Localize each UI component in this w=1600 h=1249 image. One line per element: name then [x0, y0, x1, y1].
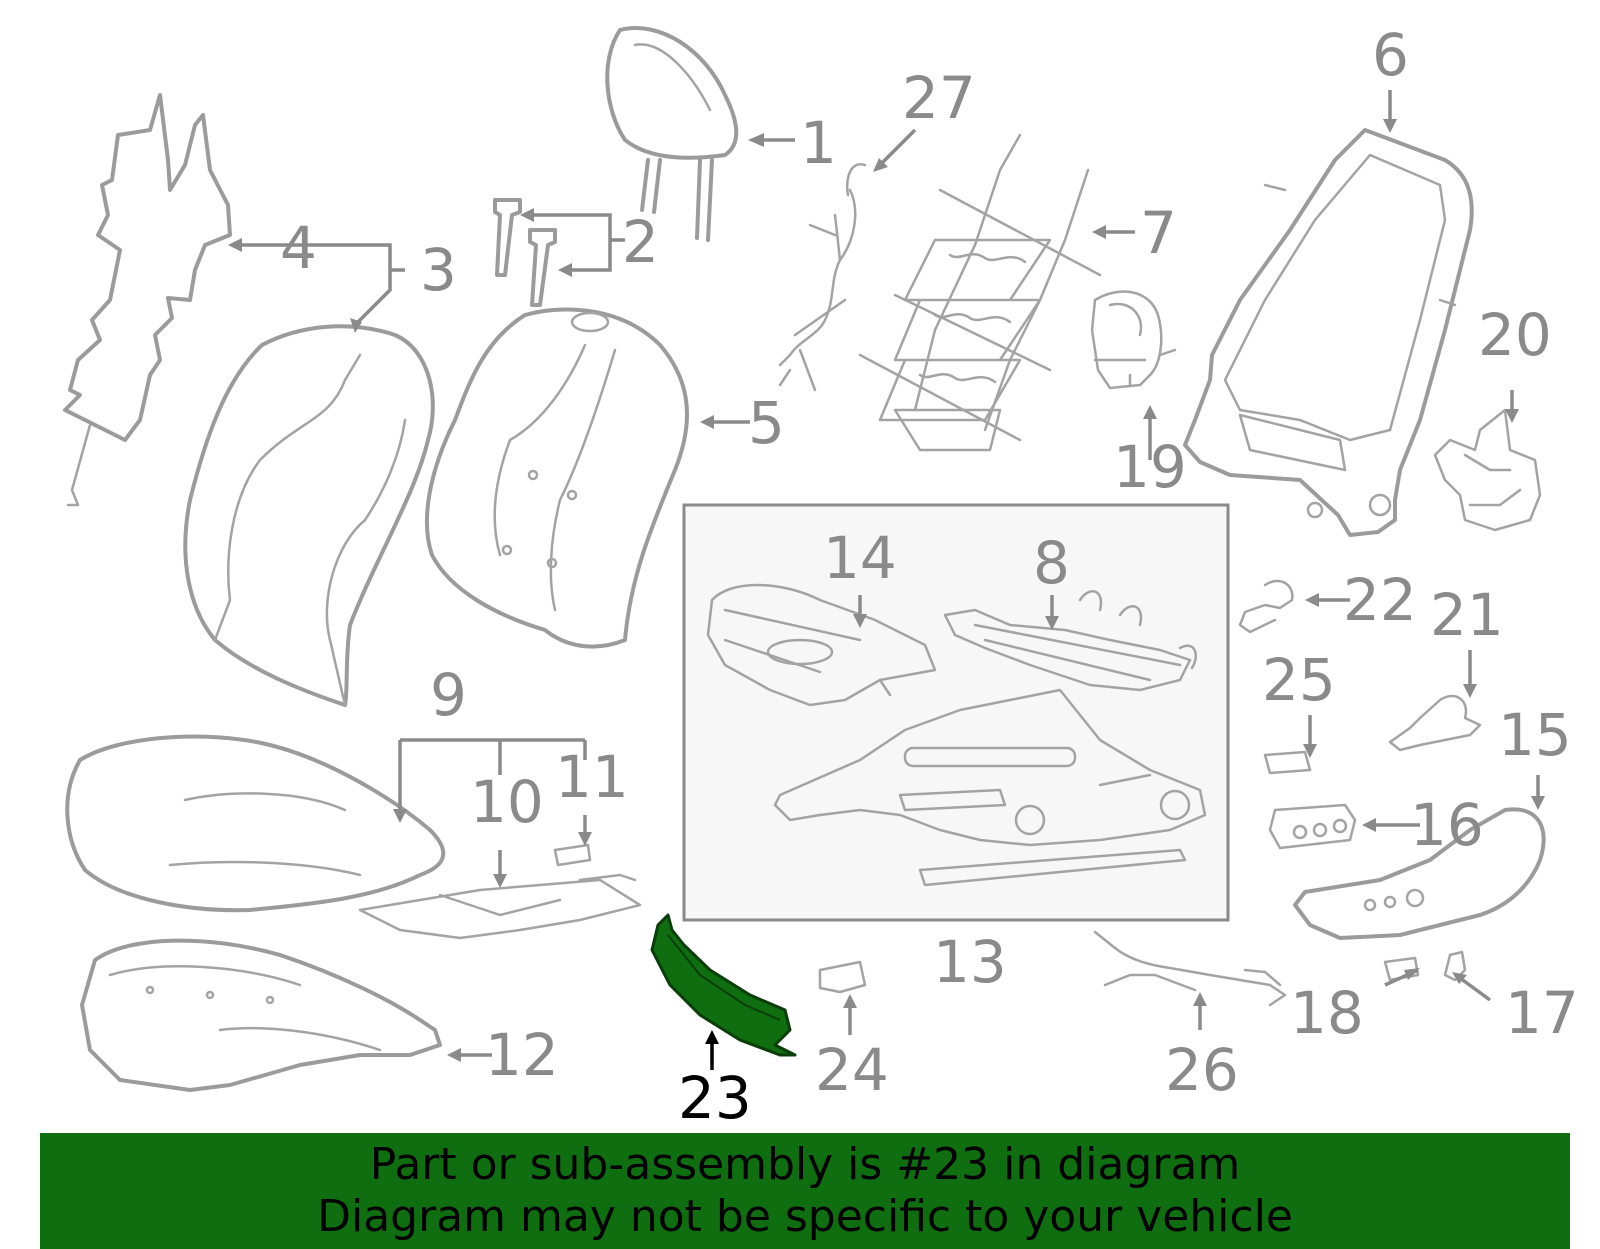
- label-24[interactable]: 24: [815, 1036, 889, 1104]
- part-23-seat-cushion-shield[interactable]: [650, 913, 797, 1057]
- label-21[interactable]: 21: [1430, 581, 1504, 649]
- part-3-seatback-cover[interactable]: [183, 324, 435, 707]
- label-27[interactable]: 27: [902, 64, 976, 132]
- label-5[interactable]: 5: [748, 389, 785, 457]
- label-7[interactable]: 7: [1140, 199, 1177, 267]
- leader-lines: [228, 90, 1545, 1070]
- part-7-lumbar-support[interactable]: [858, 133, 1102, 452]
- label-18[interactable]: 18: [1290, 979, 1364, 1047]
- label-26[interactable]: 26: [1165, 1036, 1239, 1104]
- label-1[interactable]: 1: [800, 109, 837, 177]
- part-15-side-shield[interactable]: [1293, 807, 1546, 940]
- part-6-seatback-frame[interactable]: [1183, 128, 1474, 537]
- label-23[interactable]: 23: [678, 1064, 752, 1132]
- part-22-clip[interactable]: [1238, 579, 1294, 634]
- label-13[interactable]: 13: [933, 928, 1007, 996]
- label-17[interactable]: 17: [1505, 979, 1579, 1047]
- part-26-harness[interactable]: [1093, 930, 1287, 1007]
- part-4-heater-panel[interactable]: [63, 93, 232, 507]
- part-14-cushion-pan[interactable]: [706, 583, 937, 707]
- label-10[interactable]: 10: [470, 768, 544, 836]
- banner-line-1: Part or sub-assembly is #23 in diagram: [369, 1139, 1241, 1190]
- label-25[interactable]: 25: [1262, 646, 1336, 714]
- banner-line-2: Diagram may not be specific to your vehi…: [317, 1191, 1293, 1242]
- part-16-switch[interactable]: [1268, 803, 1357, 850]
- part-20-bracket[interactable]: [1433, 408, 1542, 532]
- part-2-headrest-guides[interactable]: [493, 198, 557, 307]
- label-3[interactable]: 3: [420, 236, 457, 304]
- part-11-clip[interactable]: [553, 843, 592, 867]
- part-13-seat-track-assembly: [773, 688, 1207, 887]
- label-8[interactable]: 8: [1033, 529, 1070, 597]
- part-27-wire-harness[interactable]: [778, 163, 867, 392]
- label-9[interactable]: 9: [430, 661, 467, 729]
- label-11[interactable]: 11: [555, 743, 629, 811]
- label-15[interactable]: 15: [1498, 701, 1572, 769]
- part-8-cushion-spring[interactable]: [943, 590, 1197, 692]
- label-12[interactable]: 12: [485, 1021, 559, 1089]
- part-9-cushion-cover[interactable]: [65, 734, 446, 913]
- part-1-headrest[interactable]: [605, 26, 739, 242]
- part-24-cover[interactable]: [818, 960, 867, 994]
- label-19[interactable]: 19: [1113, 433, 1187, 501]
- part-12-cushion-pad[interactable]: [80, 938, 442, 1092]
- label-22[interactable]: 22: [1343, 566, 1417, 634]
- callout-labels: 1 2 3 4 5 6 7 8 9 10 11 12 13 14 15 16 1…: [280, 21, 1579, 1132]
- part-18-knob[interactable]: [1383, 956, 1420, 982]
- label-20[interactable]: 20: [1478, 301, 1552, 369]
- label-16[interactable]: 16: [1410, 791, 1484, 859]
- part-19-motor[interactable]: [1090, 290, 1177, 390]
- part-21-switch-bracket[interactable]: [1388, 694, 1482, 752]
- label-6[interactable]: 6: [1372, 21, 1409, 89]
- label-4[interactable]: 4: [280, 214, 317, 282]
- label-14[interactable]: 14: [823, 524, 897, 592]
- label-2[interactable]: 2: [622, 208, 659, 276]
- part-5-seatback-pad[interactable]: [425, 307, 689, 649]
- info-banner: Part or sub-assembly is #23 in diagram D…: [40, 1133, 1570, 1249]
- part-25-cap[interactable]: [1263, 750, 1312, 775]
- part-10-cushion-heater[interactable]: [358, 873, 642, 940]
